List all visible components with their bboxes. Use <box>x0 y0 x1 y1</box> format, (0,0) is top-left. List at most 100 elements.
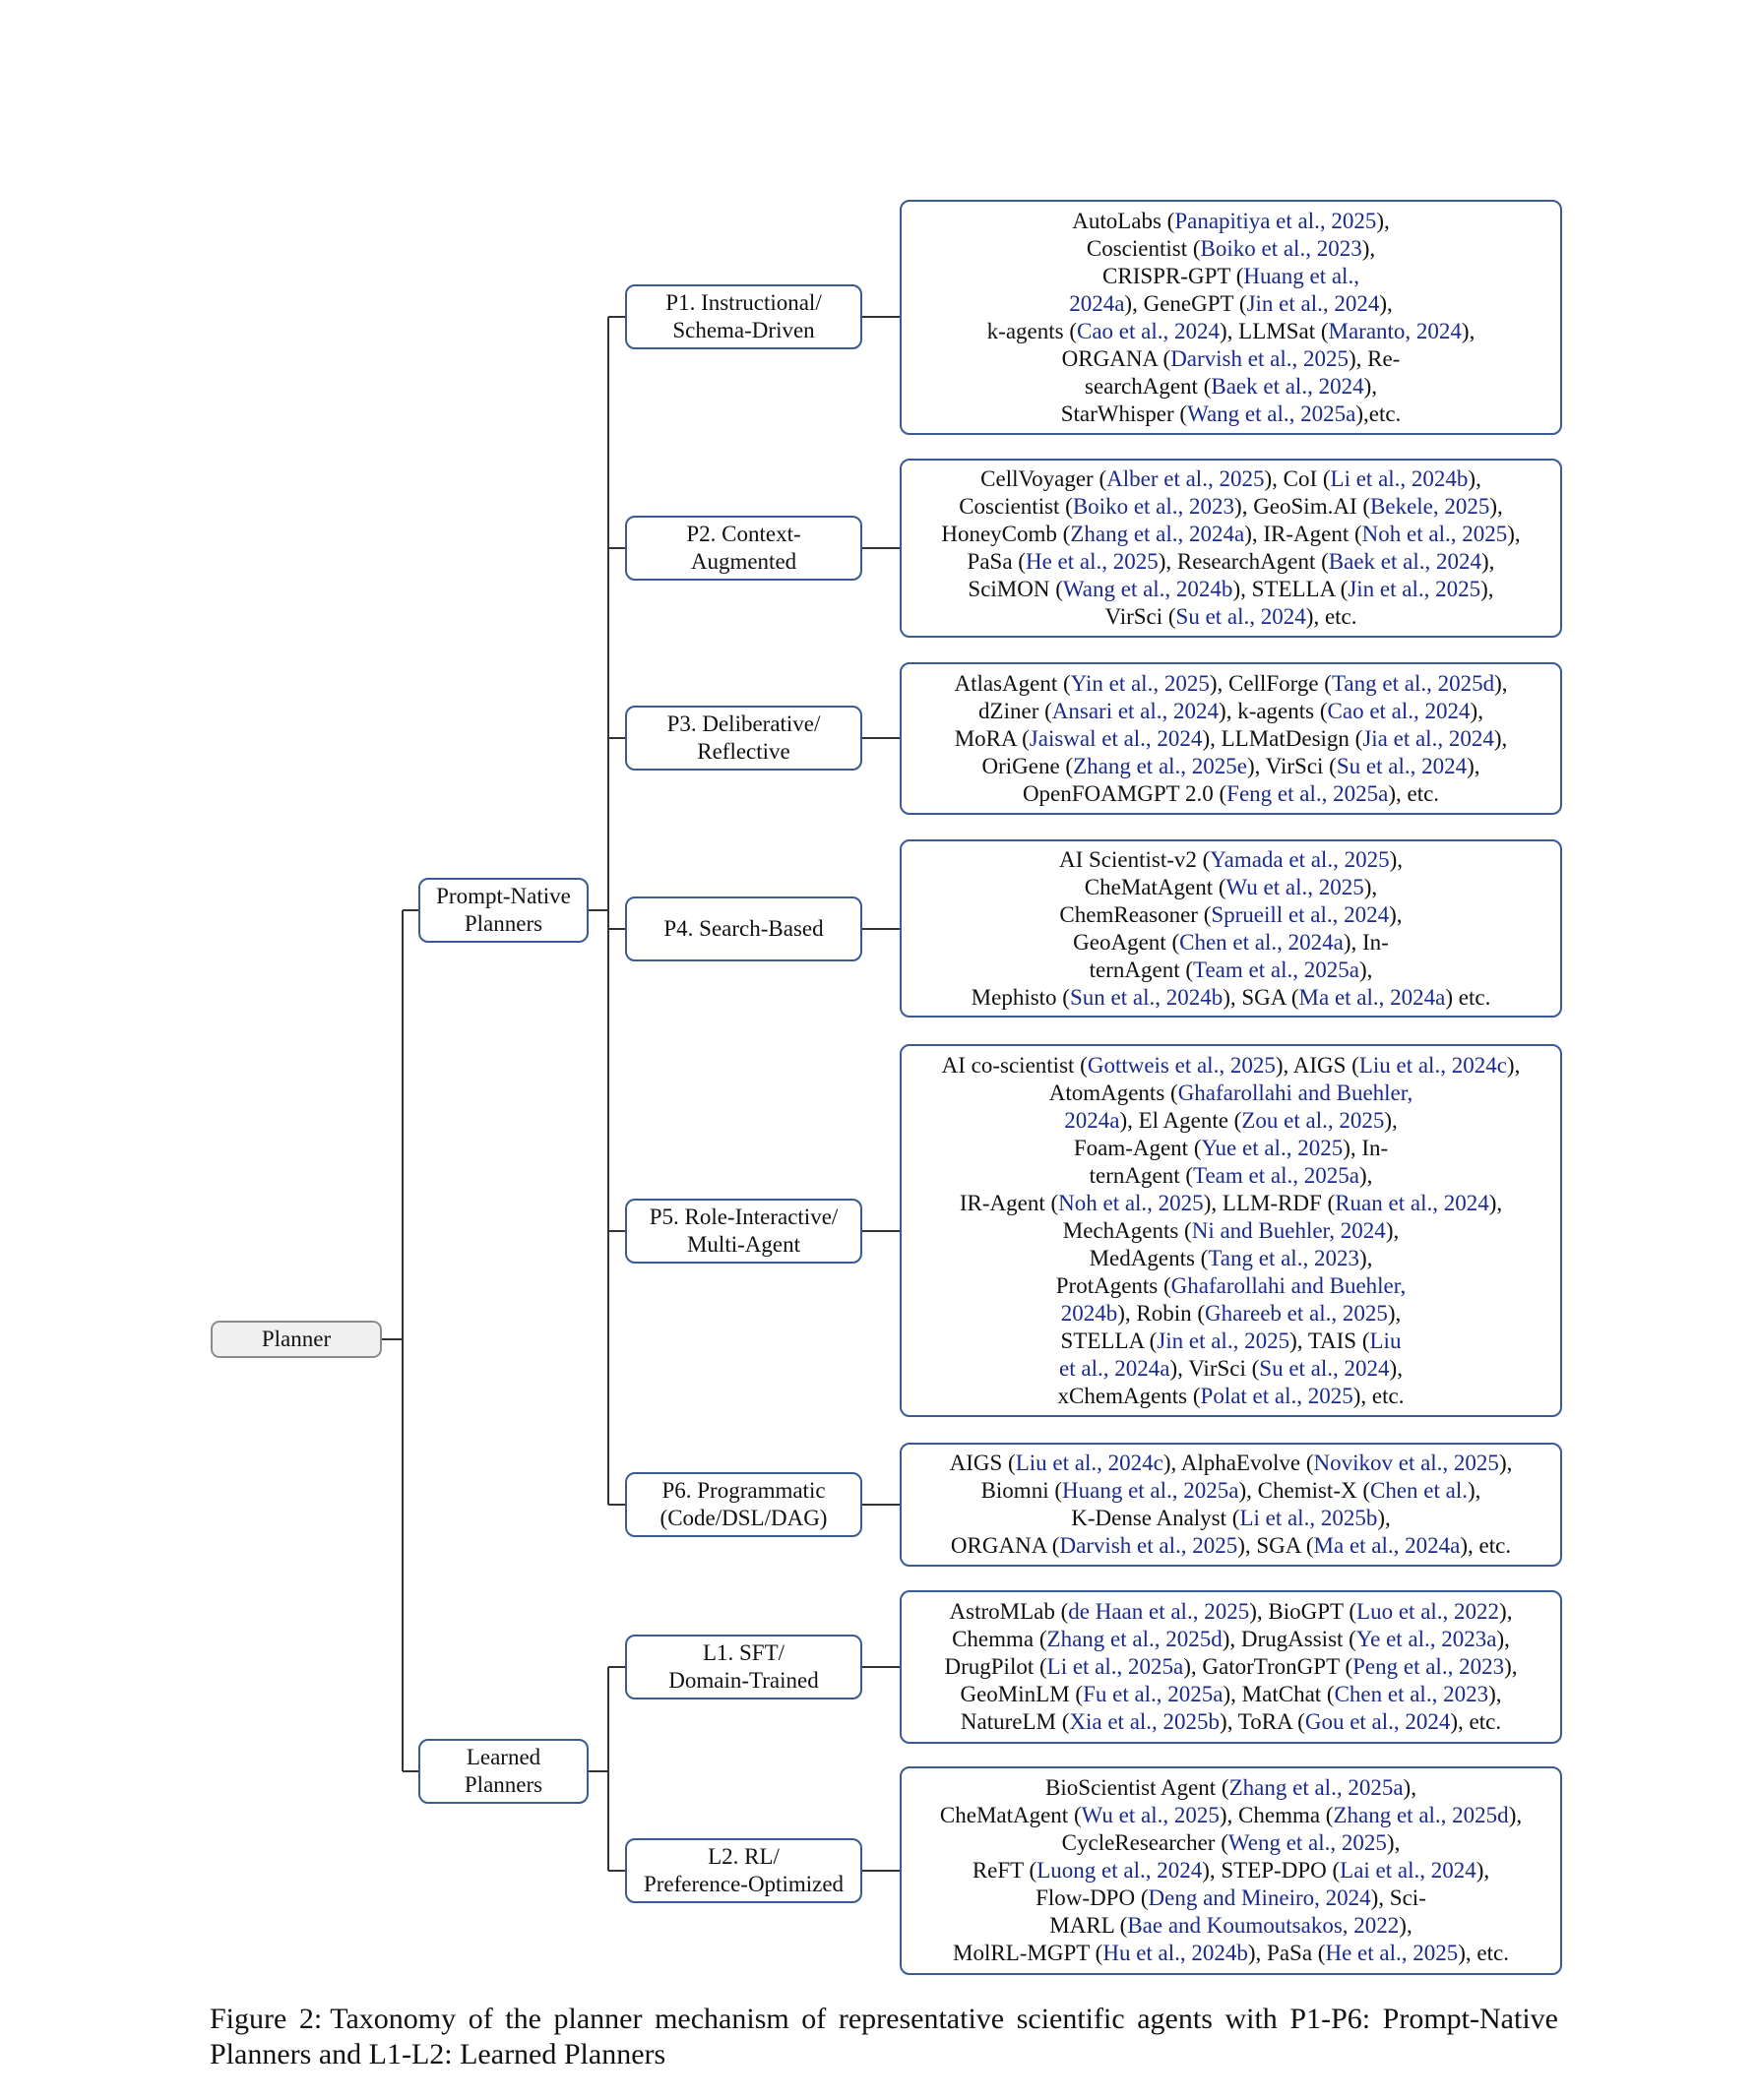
agent-name-text: Mephisto ( <box>971 984 1070 1010</box>
agent-name-text: ), <box>1385 1217 1400 1243</box>
agent-name-text: CRISPR-GPT ( <box>1102 263 1244 288</box>
agent-name-text: ), <box>1480 577 1494 601</box>
agent-name-text: ), Sci- <box>1370 1885 1426 1910</box>
prompt-native-planners-node: Prompt-Native Planners <box>418 878 589 943</box>
citation-link: Ruan et al., 2024 <box>1335 1190 1489 1215</box>
agent-name-text: CheMatAgent ( <box>939 1803 1082 1827</box>
agent-name-text: ), AIGS ( <box>1275 1052 1359 1078</box>
citation-link: Jaiswal et al., 2024 <box>1029 725 1203 751</box>
agent-name-text: ), DrugAssist ( <box>1222 1627 1356 1651</box>
agent-name-text: ), etc. <box>1450 1709 1502 1734</box>
agent-name-text: ), <box>1489 494 1503 519</box>
agent-name-text: STELLA ( <box>1060 1328 1158 1353</box>
citation-link: Gou et al., 2024 <box>1304 1709 1451 1734</box>
agent-name-text: Coscientist ( <box>959 494 1073 519</box>
agent-name-text: ), <box>1389 846 1403 872</box>
agent-name-text: ), <box>1386 1830 1401 1855</box>
agent-name-text: AtlasAgent ( <box>954 670 1071 696</box>
agent-name-text: ), In- <box>1343 929 1389 955</box>
agent-list-line: AIGS (Liu et al., 2024c), AlphaEvolve (N… <box>950 1450 1513 1477</box>
category-node-p1-instructional: P1. Instructional/Schema-Driven <box>625 284 862 349</box>
agent-name-text: AI co-scientist ( <box>941 1052 1088 1078</box>
agent-name-text: ), <box>1470 698 1483 723</box>
agent-list-line: ProtAgents (Ghafarollahi and Buehler, <box>1056 1272 1407 1300</box>
agent-name-text: ), k-agents ( <box>1219 698 1328 723</box>
category-label-line: Multi-Agent <box>686 1232 800 1257</box>
category-label-line: L1. SFT/ <box>702 1640 785 1665</box>
citation-link: Ghafarollahi and Buehler, <box>1177 1080 1413 1105</box>
agent-list-line: Coscientist (Boiko et al., 2023), <box>1087 235 1375 263</box>
agent-list-line: ReFT (Luong et al., 2024), STEP-DPO (Lai… <box>973 1857 1489 1884</box>
agent-name-text: MedAgents ( <box>1089 1245 1209 1270</box>
agent-list-p6-programmatic: AIGS (Liu et al., 2024c), AlphaEvolve (N… <box>900 1443 1562 1567</box>
citation-link: Gottweis et al., 2025 <box>1087 1052 1276 1078</box>
citation-link: Zou et al., 2025 <box>1241 1107 1385 1133</box>
agent-list-line: OriGene (Zhang et al., 2025e), VirSci (S… <box>981 753 1479 780</box>
citation-link: Huang et al., 2025a <box>1062 1478 1239 1503</box>
citation-link: Darvish et al., 2025 <box>1170 345 1349 371</box>
agent-name-text: ), <box>1403 1775 1416 1800</box>
citation-link: Cao et al., 2024 <box>1327 698 1471 723</box>
agent-name-text: ), <box>1467 753 1480 778</box>
agent-list-line: AstroMLab (de Haan et al., 2025), BioGPT… <box>950 1598 1513 1626</box>
citation-link: Noh et al., 2025 <box>1361 522 1508 546</box>
category-label-line: P4. Search-Based <box>663 916 824 941</box>
agent-name-text: ), TAIS ( <box>1289 1328 1370 1353</box>
agent-list-line: ORGANA (Darvish et al., 2025), Re- <box>1062 345 1401 373</box>
agent-name-text: ), <box>1379 290 1393 316</box>
agent-name-text: ), <box>1376 208 1390 233</box>
agent-list-line: StarWhisper (Wang et al., 2025a),etc. <box>1061 401 1402 428</box>
agent-list-line: K-Dense Analyst (Li et al., 2025b), <box>1071 1505 1391 1532</box>
category-label-line: P1. Instructional/ <box>665 290 822 315</box>
agent-name-text: BioScientist Agent ( <box>1045 1775 1229 1800</box>
citation-link: Liu et al., 2024c <box>1015 1451 1163 1475</box>
agent-name-text: ChemReasoner ( <box>1059 901 1212 927</box>
agent-list-line: Mephisto (Sun et al., 2024b), SGA (Ma et… <box>972 984 1491 1012</box>
agent-name-text: ), Chemist-X ( <box>1238 1478 1370 1503</box>
agent-list-l2-rl: BioScientist Agent (Zhang et al., 2025a)… <box>900 1766 1562 1975</box>
agent-list-line: Chemma (Zhang et al., 2025d), DrugAssist… <box>952 1626 1510 1653</box>
agent-list-line: GeoMinLM (Fu et al., 2025a), MatChat (Ch… <box>960 1681 1501 1708</box>
planner-root-label: Planner <box>261 1327 332 1351</box>
citation-link: Chen et al., 2023 <box>1334 1682 1489 1706</box>
citation-link: Novikov et al., 2025 <box>1313 1451 1499 1475</box>
agent-name-text: ), El Agente ( <box>1119 1107 1242 1133</box>
citation-link: Yin et al., 2025 <box>1070 670 1210 696</box>
agent-list-line: PaSa (He et al., 2025), ResearchAgent (B… <box>968 548 1495 576</box>
agent-name-text: ), GeoSim.AI ( <box>1234 494 1371 519</box>
citation-link: Wang et al., 2024b <box>1062 577 1233 601</box>
agent-list-line: et al., 2024a), VirSci (Su et al., 2024)… <box>1059 1355 1403 1383</box>
agent-list-p5-role-interactive: AI co-scientist (Gottweis et al., 2025),… <box>900 1044 1562 1417</box>
agent-name-text: ), <box>1377 1506 1391 1530</box>
group-label-line: Planners <box>464 1772 543 1797</box>
agent-list-line: AtlasAgent (Yin et al., 2025), CellForge… <box>954 670 1507 698</box>
citation-link: Su et al., 2024 <box>1336 753 1468 778</box>
agent-name-text: GeoAgent ( <box>1073 929 1180 955</box>
agent-name-text: Foam-Agent ( <box>1073 1135 1202 1160</box>
citation-link: Ye et al., 2023a <box>1355 1627 1497 1651</box>
agent-name-text: ORGANA ( <box>1061 345 1171 371</box>
agent-name-text: ), <box>1468 466 1481 491</box>
agent-name-text: ), CellForge ( <box>1209 670 1332 696</box>
agent-name-text: ORGANA ( <box>950 1533 1060 1558</box>
agent-list-line: SciMON (Wang et al., 2024b), STELLA (Jin… <box>968 576 1493 603</box>
agent-name-text: AutoLabs ( <box>1072 208 1175 233</box>
agent-list-line: k-agents (Cao et al., 2024), LLMSat (Mar… <box>987 318 1475 345</box>
citation-link: Yamada et al., 2025 <box>1210 846 1390 872</box>
citation-link: Chen et al., 2024a <box>1179 929 1344 955</box>
agent-list-line: AI co-scientist (Gottweis et al., 2025),… <box>942 1052 1521 1080</box>
citation-link: Weng et al., 2025 <box>1227 1830 1387 1855</box>
agent-name-text: ), <box>1363 874 1378 899</box>
citation-link: Deng and Mineiro, 2024 <box>1148 1885 1371 1910</box>
citation-link: Team et al., 2025a <box>1193 1162 1359 1188</box>
agent-name-text: AIGS ( <box>949 1451 1016 1475</box>
category-node-p2-context-augmented: P2. Context-Augmented <box>625 516 862 581</box>
agent-name-text: ), LLMSat ( <box>1219 318 1329 343</box>
agent-list-line: NatureLM (Xia et al., 2025b), ToRA (Gou … <box>961 1708 1501 1736</box>
citation-link: Lai et al., 2024 <box>1340 1858 1476 1883</box>
group-label-line: Learned <box>466 1745 541 1769</box>
citation-link: Boiko et al., 2023 <box>1072 494 1235 519</box>
agent-list-line: MoRA (Jaiswal et al., 2024), LLMatDesign… <box>955 725 1508 753</box>
agent-name-text: DrugPilot ( <box>944 1654 1047 1679</box>
agent-name-text: OpenFOAMGPT 2.0 ( <box>1022 780 1227 806</box>
